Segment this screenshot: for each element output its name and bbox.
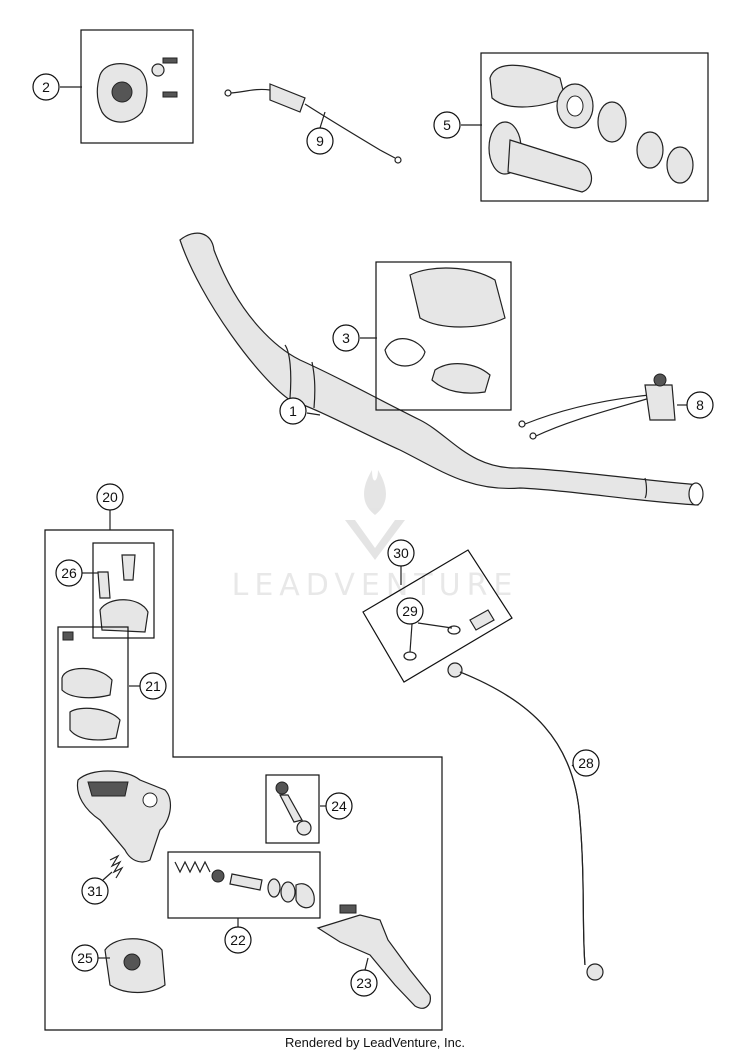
throttle-housing: [96, 57, 178, 123]
svg-text:9: 9: [316, 133, 324, 149]
svg-text:30: 30: [393, 545, 409, 561]
svg-text:25: 25: [77, 950, 93, 966]
callout-22: 22: [224, 918, 252, 954]
svg-text:3: 3: [342, 330, 350, 346]
footer-credit: Rendered by LeadVenture, Inc.: [285, 1035, 465, 1050]
spring: [109, 854, 124, 879]
box-part-22: [167, 851, 321, 919]
callout-3: 3: [332, 324, 377, 352]
callout-9: 9: [306, 111, 334, 155]
svg-text:2: 2: [42, 79, 50, 95]
callout-28: 28: [571, 749, 600, 777]
banjo-bolt: [275, 781, 312, 836]
callout-8: 8: [677, 391, 714, 419]
svg-text:21: 21: [145, 678, 161, 694]
callout-30: 30: [387, 539, 415, 585]
callout-29: 29: [396, 597, 453, 653]
callout-31: 31: [81, 871, 113, 905]
kill-switch: [518, 373, 676, 440]
box-part-24: [265, 774, 320, 844]
watermark-text: LEADVENTURE: [232, 568, 519, 603]
svg-text:23: 23: [356, 975, 372, 991]
callout-1: 1: [279, 397, 321, 425]
master-cylinder: [76, 770, 172, 863]
callout-25: 25: [71, 944, 110, 972]
svg-text:29: 29: [402, 603, 418, 619]
callout-26: 26: [55, 559, 98, 587]
box-part-30: [362, 549, 513, 683]
box-part-5: [480, 52, 709, 202]
svg-text:20: 20: [102, 489, 118, 505]
handlebar: [179, 232, 704, 506]
callout-5: 5: [433, 111, 482, 139]
callout-23: 23: [350, 957, 378, 997]
svg-text:1: 1: [289, 403, 297, 419]
handlebar-pad: [384, 267, 506, 394]
piston-kit: [174, 860, 315, 909]
callout-21: 21: [129, 672, 167, 700]
box-part-20: [44, 529, 443, 1031]
callout-2: 2: [32, 73, 82, 101]
box-part-21: [57, 626, 129, 748]
lever-cover: [104, 938, 166, 994]
clamp: [97, 554, 149, 633]
brake-line: [447, 662, 604, 981]
grips: [488, 64, 694, 193]
svg-text:26: 26: [61, 565, 77, 581]
box-part-26: [92, 542, 155, 639]
svg-text:22: 22: [230, 932, 246, 948]
callout-20: 20: [96, 483, 124, 511]
banjo-washers: [403, 609, 495, 661]
svg-text:28: 28: [578, 755, 594, 771]
box-part-3: [375, 261, 512, 411]
svg-text:8: 8: [696, 397, 704, 413]
reservoir-cover: [61, 631, 121, 741]
svg-text:31: 31: [87, 883, 103, 899]
callout-24: 24: [320, 792, 353, 820]
svg-text:5: 5: [443, 117, 451, 133]
leadventure-watermark: LEADVENTURE: [232, 470, 519, 603]
throttle-cable: [224, 83, 402, 164]
svg-text:24: 24: [331, 798, 347, 814]
brake-lever: [316, 904, 431, 1009]
